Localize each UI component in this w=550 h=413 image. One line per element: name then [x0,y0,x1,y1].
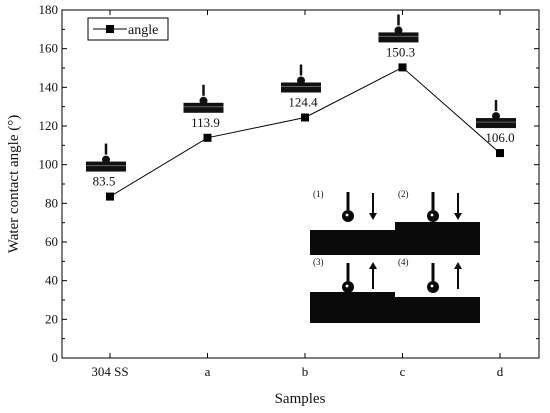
droplet-image [86,143,126,172]
inset-droplet-highlight [430,284,434,288]
inset-panel-label: (2) [398,189,409,199]
inset-panel-label: (4) [398,257,409,267]
legend-label: angle [128,23,158,38]
droplet-images [86,14,516,172]
data-point [398,63,407,72]
data-point [496,149,504,158]
data-label: 113.9 [191,115,220,130]
inset-panel: (4) [395,257,480,323]
y-tick-label: 0 [52,350,59,365]
water-droplet [102,155,110,164]
y-tick-label: 100 [39,157,59,172]
inset-panel: (2) [395,189,480,255]
y-tick-label: 140 [39,79,59,94]
y-tick-label: 40 [45,273,58,288]
water-droplet [297,76,305,85]
substrate-block [86,161,126,172]
legend-box [87,17,169,41]
y-axis-ticks: 0 20 40 60 80 100 120 140 160 180 [39,2,539,365]
data-label: 83.5 [93,174,116,189]
inset-substrate [310,292,395,323]
legend: angle [87,17,169,41]
substrate-block [281,82,321,93]
inset-substrate [310,230,395,255]
inset-droplet-highlight [345,284,349,288]
inset-droplet [427,281,439,293]
legend-marker [106,25,114,33]
water-droplet [394,26,403,35]
y-tick-label: 160 [39,41,59,56]
data-label: 150.3 [386,44,415,59]
inset-panel-label: (1) [313,189,324,199]
x-tick-label: a [205,364,211,379]
droplet-image [183,84,224,113]
inset-droplet [342,281,354,293]
substrate-block [378,32,419,43]
data-point [106,192,114,201]
x-axis-ticks: 304 SS a b c d [91,10,504,379]
y-tick-label: 180 [39,2,59,17]
arrow-down-icon [369,213,377,220]
data-labels: 83.5 113.9 124.4 150.3 106.0 [93,44,515,188]
droplet-image [378,14,419,43]
y-tick-label: 60 [45,234,58,249]
inset-droplet [342,210,354,222]
droplet-image [476,100,516,129]
data-label: 106.0 [485,130,514,145]
data-label: 124.4 [288,94,318,109]
water-droplet [492,112,500,121]
inset-droplet [427,210,439,222]
y-tick-label: 20 [45,311,58,326]
y-axis-title: Water contact angle (°) [6,115,22,253]
x-tick-label: d [497,364,504,379]
y-tick-label: 120 [39,118,59,133]
series-angle [106,63,504,201]
inset-panel: (3) [310,257,395,323]
substrate-block [183,102,224,113]
inset-panel: (1) [310,189,395,255]
inset-panel-label: (3) [313,257,324,267]
inset-substrate [395,297,480,323]
inset-substrate [395,222,480,255]
inset-droplet-highlight [345,213,349,217]
water-droplet [199,96,208,105]
data-point [203,133,212,142]
arrow-down-icon [454,213,462,220]
adhesion-inset: (1) (2) (3) (4) [310,189,480,323]
inset-droplet-highlight [430,213,434,217]
y-tick-label: 80 [45,195,58,210]
data-point [301,113,309,122]
arrow-up-icon [369,262,377,269]
droplet-image [281,64,321,93]
x-axis-title: Samples [275,391,326,407]
x-tick-label: 304 SS [91,364,128,379]
arrow-up-icon [454,262,462,269]
substrate-block [476,118,516,129]
x-tick-label: b [302,364,309,379]
x-tick-label: c [400,364,406,379]
